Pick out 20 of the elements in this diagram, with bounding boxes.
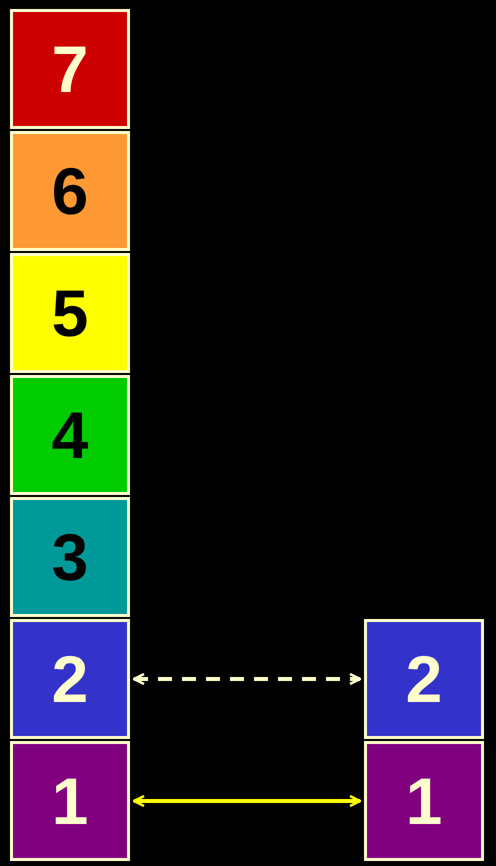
level-number: 6 [52,158,88,224]
level-box [364,619,484,739]
level-box [10,131,130,251]
level-box [10,253,130,373]
level-box [10,619,130,739]
double-arrow [132,794,362,808]
level-number: 1 [406,768,442,834]
level-number: 1 [52,768,88,834]
level-box [364,741,484,861]
level-number: 7 [52,36,88,102]
level-number: 2 [52,646,88,712]
level-number: 5 [52,280,88,346]
level-box [10,741,130,861]
level-number: 4 [52,402,88,468]
double-arrow [132,672,362,686]
level-number: 2 [406,646,442,712]
level-box [10,497,130,617]
level-box [10,375,130,495]
level-number: 3 [52,524,88,590]
level-box [10,9,130,129]
